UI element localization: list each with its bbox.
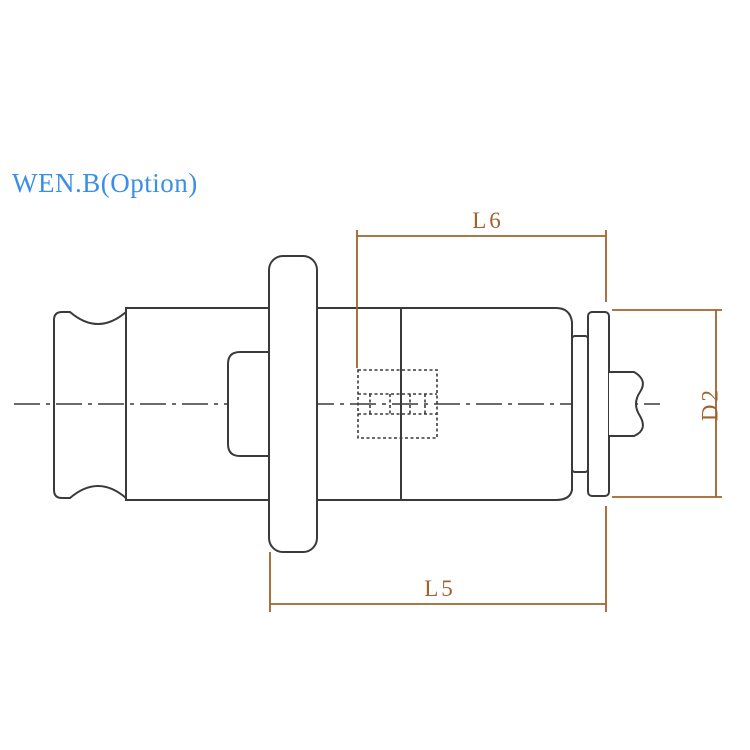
dimension-lines bbox=[269, 230, 722, 612]
hidden-square-drive bbox=[357, 369, 438, 439]
grip-collar bbox=[53, 309, 127, 501]
dimension-label-l5: L5 bbox=[424, 576, 456, 601]
shank-body bbox=[125, 307, 573, 501]
end-step bbox=[571, 335, 589, 473]
inner-pin bbox=[227, 351, 273, 457]
retaining-washer bbox=[587, 311, 610, 497]
dimension-label-d2: D2 bbox=[697, 387, 722, 421]
flange bbox=[268, 255, 318, 553]
diagram-title: WEN.B(Option) bbox=[12, 168, 198, 198]
tap-shaft bbox=[609, 371, 644, 437]
dimension-label-l6: L6 bbox=[472, 208, 504, 233]
